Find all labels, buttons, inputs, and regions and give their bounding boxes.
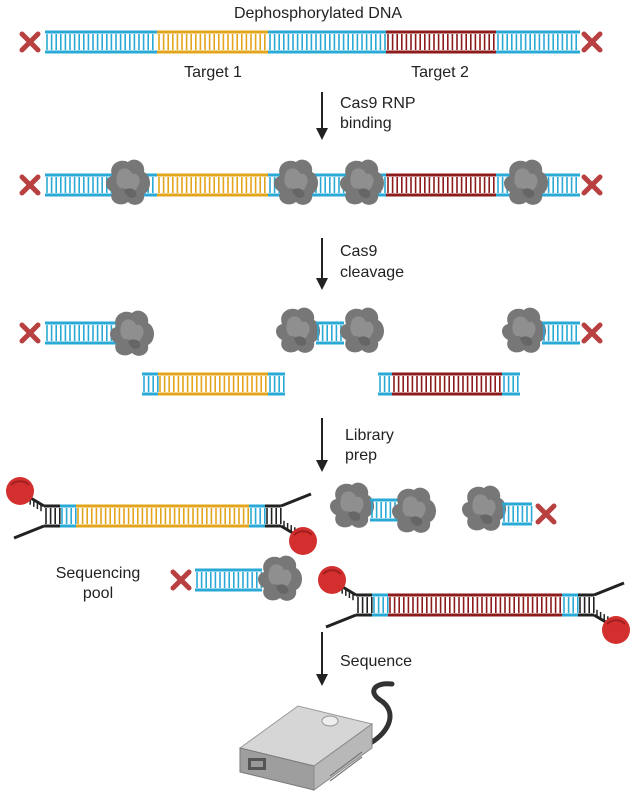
dephosphorylation-x-icon	[173, 572, 189, 588]
adapter-segment	[44, 504, 61, 528]
step-sequence-line1: Sequence	[340, 653, 412, 670]
dna-segment	[562, 593, 579, 617]
target1-library-fragment	[5, 476, 318, 556]
adapter-segment	[265, 504, 282, 528]
dna-segment	[268, 30, 386, 54]
dna-segment	[502, 372, 520, 396]
target1-label: Target 1	[184, 64, 242, 81]
adapter-segment	[356, 593, 373, 617]
target-segment	[76, 504, 249, 528]
step-cleavage-line2: cleavage	[340, 264, 404, 281]
cas9-protein-icon	[340, 307, 384, 353]
target2-library-fragment	[317, 565, 631, 645]
cas9-protein-icon	[258, 555, 302, 601]
cas9-protein-icon	[340, 159, 384, 205]
dephosphorylation-x-icon	[584, 177, 600, 193]
cas9-protein-icon	[330, 482, 374, 528]
title: Dephosphorylated DNA	[234, 5, 402, 22]
cas9-protein-icon	[504, 159, 548, 205]
dna-segment	[378, 372, 392, 396]
dephosphorylation-x-icon	[22, 34, 38, 50]
target2-segment	[386, 173, 496, 197]
dna-segment	[502, 502, 533, 526]
target2-segment	[386, 30, 496, 54]
nanopore-sequencer-icon	[238, 681, 395, 791]
adapter-motor-protein-icon	[601, 615, 631, 645]
target2-fragment	[392, 372, 502, 396]
cleaved-fragments	[22, 307, 600, 396]
cas9-protein-icon	[106, 159, 150, 205]
dephosphorylation-x-icon	[538, 506, 554, 522]
adapter-motor-protein-icon	[317, 565, 347, 595]
cas9-protein-icon	[392, 487, 436, 533]
target2-label: Target 2	[411, 64, 469, 81]
dna-segment	[542, 321, 580, 345]
dna-full-row	[22, 30, 600, 54]
dna-segment	[45, 30, 157, 54]
target1-segment	[157, 173, 268, 197]
step-cleavage-line1: Cas9	[340, 243, 377, 260]
adapter-motor-protein-icon	[5, 476, 35, 506]
dna-segment	[372, 593, 389, 617]
cas9-protein-icon	[462, 485, 506, 531]
step-binding-line2: binding	[340, 115, 392, 132]
target1-segment	[157, 30, 268, 54]
dna-segment	[249, 504, 266, 528]
cas9-protein-icon	[274, 159, 318, 205]
pool-label-line2: pool	[83, 585, 113, 602]
dna-segment	[268, 372, 285, 396]
step-library-line1: Library	[345, 427, 394, 444]
dephosphorylation-x-icon	[584, 325, 600, 341]
step-library-line2: prep	[345, 447, 377, 464]
target-segment	[388, 593, 562, 617]
dna-segment	[195, 568, 263, 592]
dephosphorylation-x-icon	[584, 34, 600, 50]
cas9-protein-icon	[110, 310, 154, 356]
dna-segment	[316, 321, 344, 345]
pool-label-line1: Sequencing	[56, 565, 141, 582]
dna-bound-row	[22, 159, 600, 205]
sequencing-pool	[5, 476, 631, 645]
adapter-motor-protein-icon	[288, 526, 318, 556]
cas9-protein-icon	[276, 307, 320, 353]
dna-segment	[142, 372, 159, 396]
dna-segment	[60, 504, 77, 528]
target1-fragment	[158, 372, 268, 396]
cas9-protein-icon	[502, 307, 546, 353]
dna-segment	[496, 30, 580, 54]
dephosphorylation-x-icon	[22, 177, 38, 193]
adapter-segment	[578, 593, 595, 617]
step-binding-line1: Cas9 RNP	[340, 95, 416, 112]
dephosphorylation-x-icon	[22, 325, 38, 341]
